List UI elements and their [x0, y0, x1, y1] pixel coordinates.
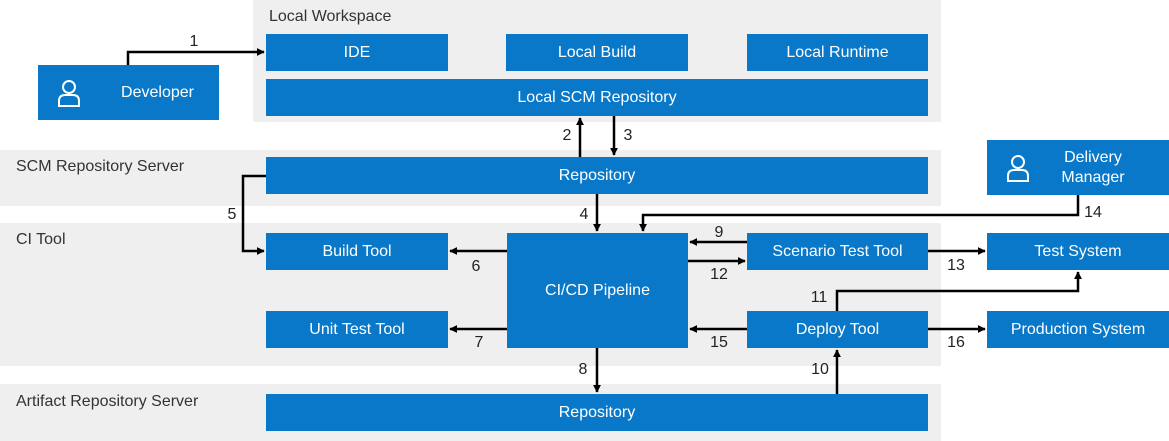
person-icon	[56, 79, 82, 107]
step-10-label: 10	[811, 361, 829, 378]
scm-server-label: SCM Repository Server	[16, 158, 185, 175]
developer-label: Developer	[121, 83, 194, 101]
step-13-label: 13	[947, 257, 965, 274]
scm-repository-box: Repository	[266, 157, 928, 194]
deploy-tool-box: Deploy Tool	[747, 311, 928, 348]
local-runtime-box: Local Runtime	[747, 34, 928, 71]
ci-tool-label: CI Tool	[16, 231, 66, 248]
developer-box: Developer	[38, 65, 219, 120]
step-7-label: 7	[474, 334, 484, 351]
arrow-1	[126, 48, 265, 65]
step-3-label: 3	[623, 127, 633, 144]
artifact-server-label: Artifact Repository Server	[16, 393, 199, 410]
person-icon	[1005, 154, 1031, 182]
artifact-repository-box: Repository	[266, 394, 928, 431]
step-6-label: 6	[471, 258, 481, 275]
delivery-manager-label: Delivery Manager	[1061, 148, 1125, 186]
production-system-box: Production System	[987, 311, 1169, 348]
step-11-label: 11	[810, 289, 828, 306]
step-15-label: 15	[710, 334, 728, 351]
unit-test-tool-box: Unit Test Tool	[266, 311, 448, 348]
arrow-11	[835, 271, 1082, 311]
step-8-label: 8	[578, 361, 588, 378]
delivery-manager-box: Delivery Manager	[987, 140, 1169, 195]
pipeline-box: CI/CD Pipeline	[507, 233, 688, 348]
step-14-label: 14	[1084, 204, 1102, 221]
local-scm-box: Local SCM Repository	[266, 79, 928, 116]
step-5-label: 5	[227, 206, 237, 223]
test-system-box: Test System	[987, 233, 1169, 270]
local-workspace-label: Local Workspace	[269, 8, 392, 25]
build-tool-box: Build Tool	[266, 233, 448, 270]
step-12-label: 12	[710, 266, 728, 283]
arrow-14	[639, 195, 1080, 232]
scenario-test-tool-box: Scenario Test Tool	[747, 233, 928, 270]
ide-box: IDE	[266, 34, 448, 71]
step-1-label: 1	[189, 33, 199, 50]
step-16-label: 16	[947, 334, 965, 351]
step-4-label: 4	[579, 206, 589, 223]
local-build-box: Local Build	[506, 34, 688, 71]
step-2-label: 2	[562, 127, 572, 144]
arrow-5	[241, 174, 266, 255]
step-9-label: 9	[714, 224, 724, 241]
